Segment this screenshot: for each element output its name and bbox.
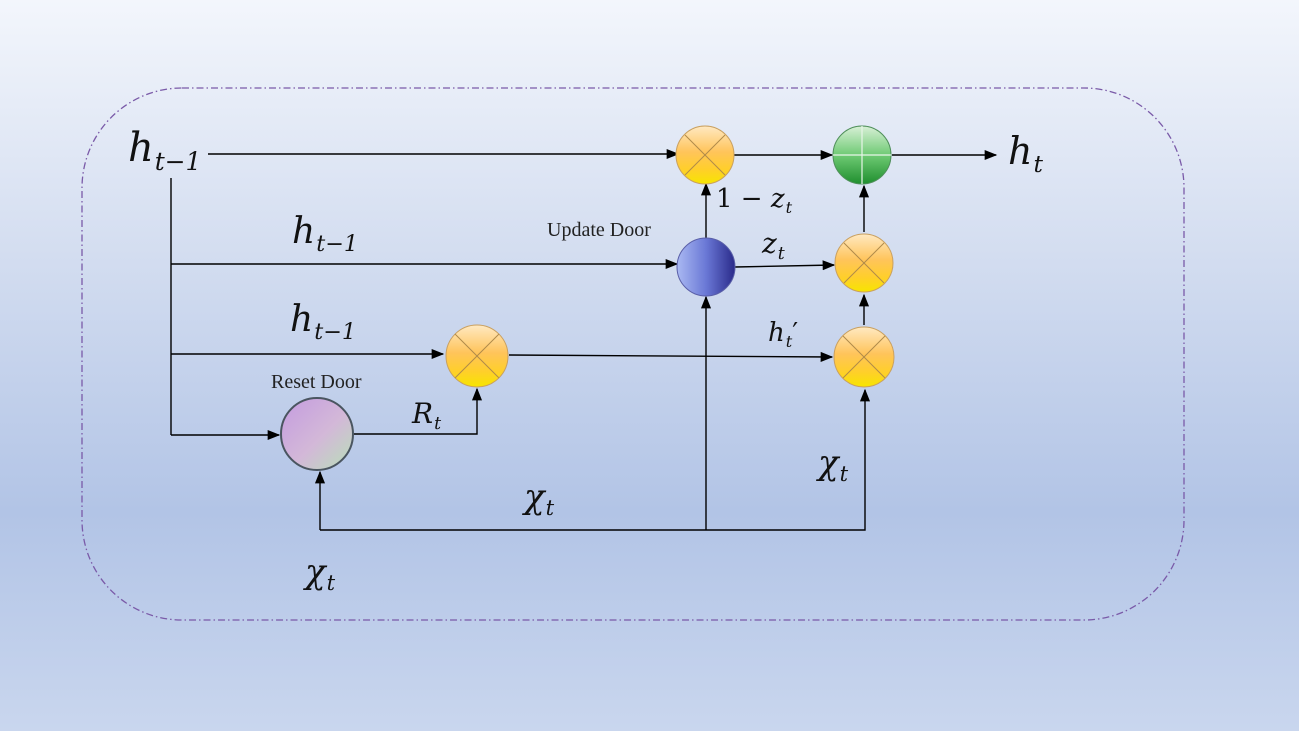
label-h-prev-input: ht−1 (128, 125, 202, 176)
edge-update-to-multz (734, 260, 836, 271)
multiply-node-1 (675, 125, 735, 185)
update-gate-node (676, 237, 736, 297)
multiply-node-candidate (833, 326, 895, 388)
label-r: Rt (412, 397, 442, 435)
caption-reset-door: Reset Door (271, 371, 362, 393)
edge-multreset-to-multcand (508, 351, 834, 362)
label-h-candidate: ht′ (768, 318, 799, 351)
label-x-input: χt (305, 552, 336, 596)
add-node (832, 125, 892, 185)
label-x-mid: χt (524, 477, 555, 521)
label-x-right: χt (818, 443, 849, 487)
label-h-out: ht (1008, 129, 1043, 179)
label-one-minus-z: 1 − zt (716, 184, 793, 217)
label-h-prev-update: ht−1 (292, 211, 359, 257)
cell-border (81, 87, 1185, 621)
reset-gate-node (280, 397, 354, 471)
caption-update-door: Update Door (547, 219, 651, 241)
multiply-node-z (834, 233, 894, 293)
multiply-node-reset (445, 324, 509, 388)
label-h-prev-reset: ht−1 (290, 299, 357, 345)
edge-reset-to-mult (354, 387, 483, 435)
edge-x-bottom (320, 388, 871, 531)
connections (170, 148, 998, 531)
label-z: zt (762, 227, 785, 265)
